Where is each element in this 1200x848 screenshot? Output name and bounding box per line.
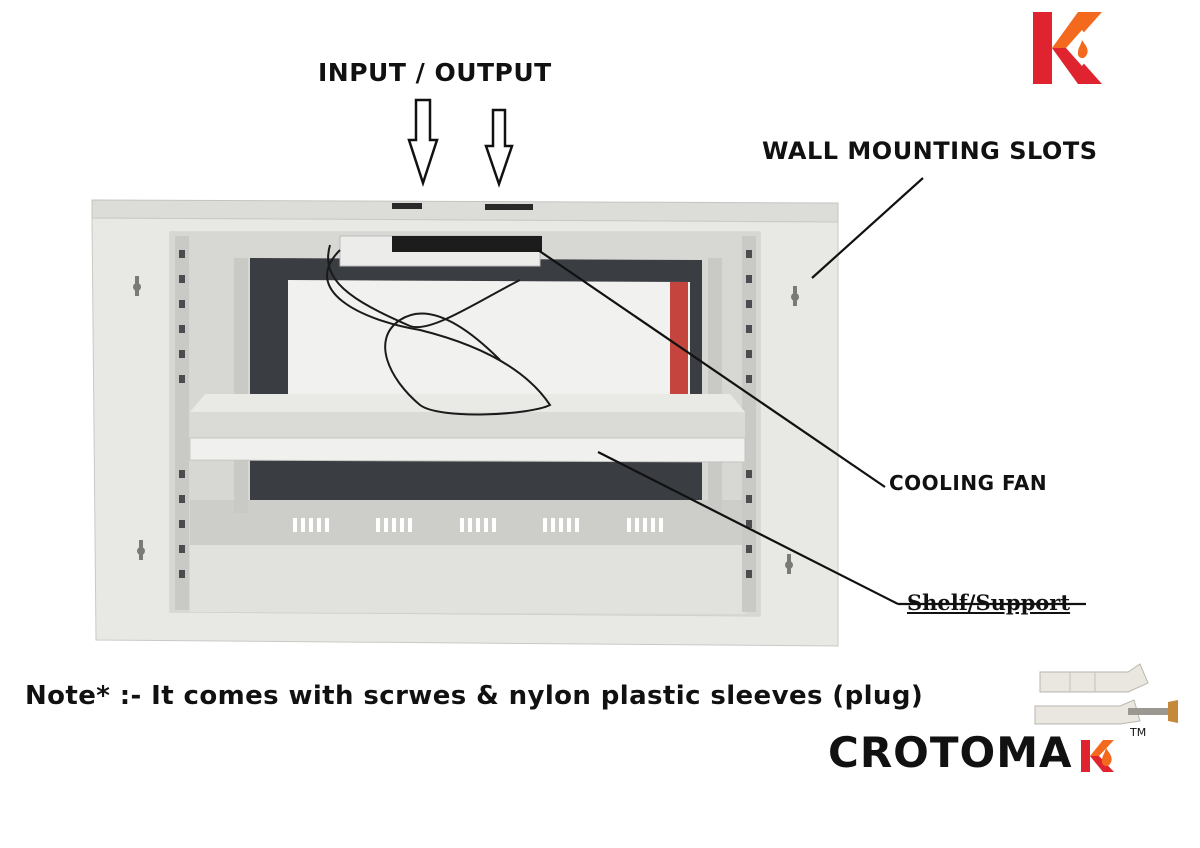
input-output-label: INPUT / OUTPUT — [318, 58, 552, 87]
pointer-lines — [537, 177, 1086, 606]
wall-plug-icon — [1034, 663, 1178, 725]
shelf-support-label: Shelf/Support — [907, 590, 1071, 615]
down-arrow-icon — [484, 108, 514, 188]
wall-cabinet — [91, 199, 839, 647]
k-logo-icon — [1033, 12, 1102, 84]
cooling-fan-label: COOLING FAN — [889, 471, 1048, 495]
brand-name: CROTOMA — [828, 728, 1073, 777]
brand-k-icon — [1081, 740, 1114, 772]
wall-mounting-slots-label: WALL MOUNTING SLOTS — [762, 137, 1098, 165]
trademark-symbol: TM — [1130, 726, 1147, 739]
note-text: Note* :- It comes with scrwes & nylon pl… — [25, 681, 924, 711]
down-arrow-icon — [407, 98, 439, 188]
